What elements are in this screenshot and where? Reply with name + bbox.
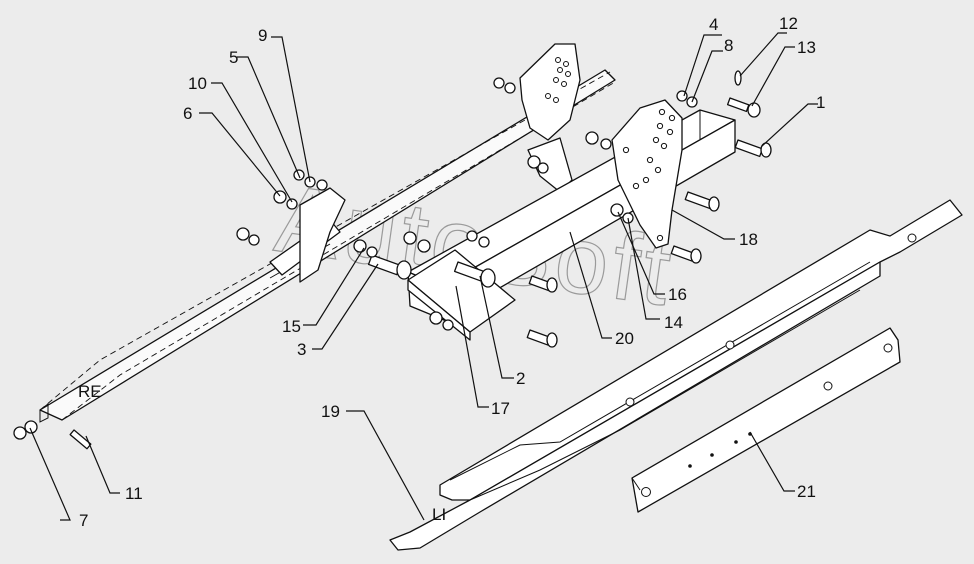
bolt-upper-right (684, 191, 720, 212)
frame-rail-left-19 (389, 199, 963, 551)
washers-and-nuts (13, 77, 698, 440)
callout-16: 16 (668, 285, 687, 304)
bracket-upper-left (299, 187, 346, 283)
bolt-lower (526, 329, 558, 348)
pin-11 (69, 429, 92, 450)
side-label-right: RE (78, 382, 102, 401)
callout-17: 17 (491, 399, 510, 418)
callout-1: 1 (816, 93, 825, 112)
bolt-mid (528, 275, 558, 293)
bolt-2 (453, 261, 496, 288)
bolt-12-13 (726, 70, 761, 118)
callout-6: 6 (183, 104, 192, 123)
callout-19: 19 (321, 402, 340, 421)
callout-15: 15 (282, 317, 301, 336)
callout-14: 14 (664, 313, 683, 332)
bolt-1 (734, 139, 772, 158)
callout-18: 18 (739, 230, 758, 249)
callout-21: 21 (797, 482, 816, 501)
callout-20: 20 (615, 329, 634, 348)
callout-7: 7 (79, 511, 88, 530)
bolt-mid-right (670, 245, 702, 264)
callout-10: 10 (188, 74, 207, 93)
upper-hole-plate (519, 43, 581, 141)
callout-12: 12 (779, 14, 798, 33)
callout-4: 4 (709, 15, 718, 34)
bolt-3 (367, 254, 412, 280)
callout-11: 11 (125, 484, 143, 503)
leader-lines (29, 32, 818, 521)
callout-5: 5 (229, 48, 238, 67)
callout-3: 3 (297, 340, 306, 359)
callout-2: 2 (516, 369, 525, 388)
callout-13: 13 (797, 38, 816, 57)
side-label-left: LI (432, 505, 446, 524)
callout-9: 9 (258, 26, 267, 45)
flat-bar-21 (631, 327, 901, 513)
callout-8: 8 (724, 36, 733, 55)
